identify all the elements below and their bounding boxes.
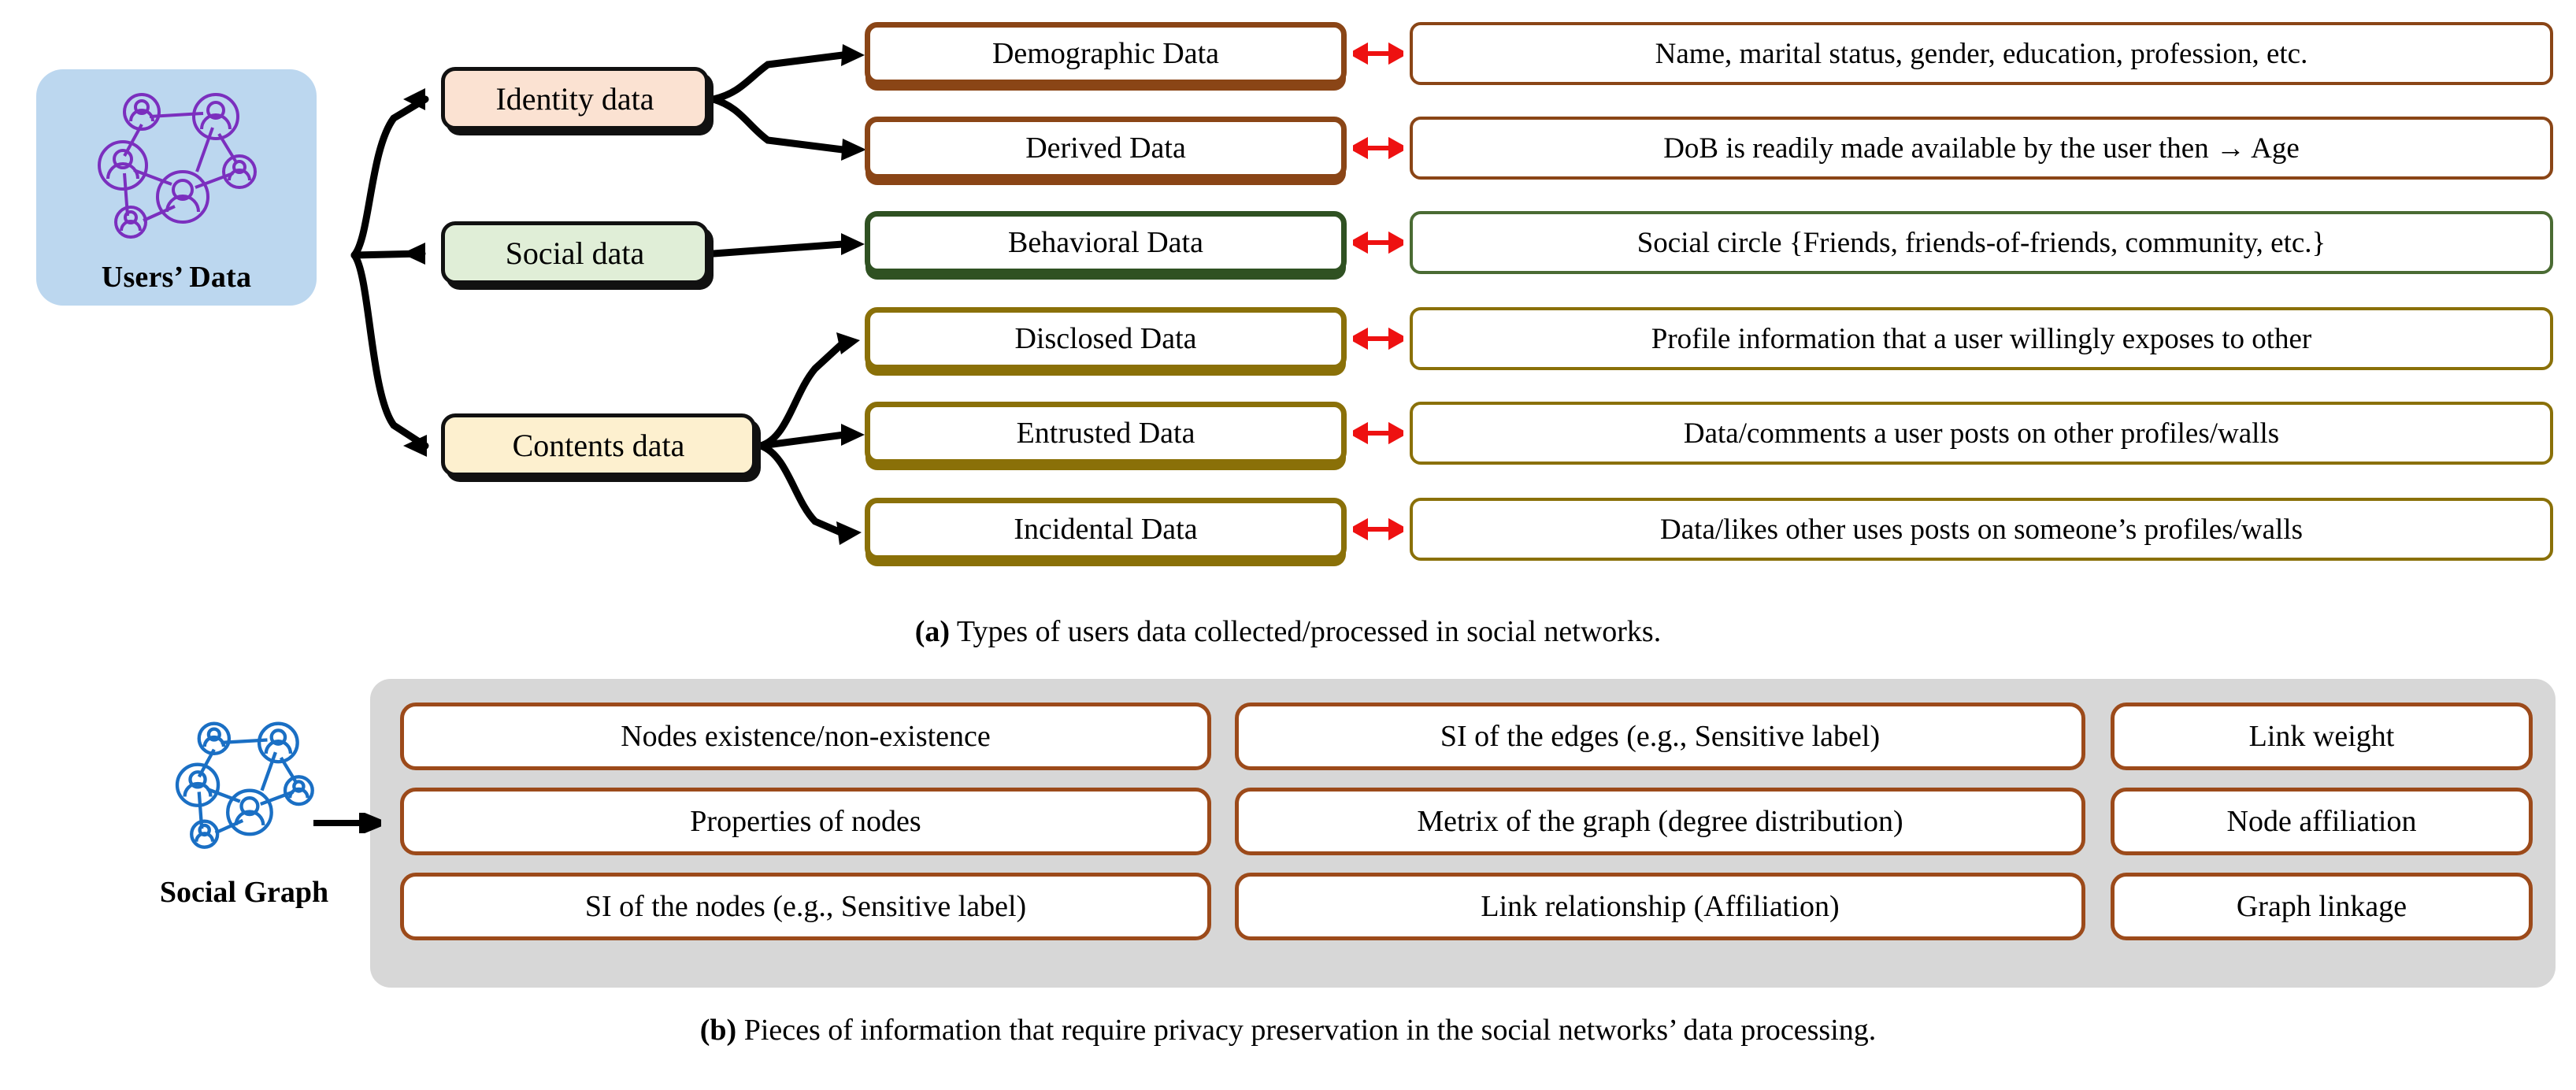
desc-derived-data: DoB is readily made available by the use… — [1410, 117, 2553, 180]
info-box-properties-of-nodes[interactable]: Properties of nodes — [400, 788, 1211, 855]
users-data-label: Users’ Data — [101, 261, 252, 294]
desc-disclosed-data: Profile information that a user willingl… — [1410, 307, 2553, 370]
caption-a: (a) Types of users data collected/proces… — [0, 614, 2576, 649]
category-identity-label: Identity data — [495, 80, 654, 117]
category-contents-label: Contents data — [512, 427, 685, 463]
arrow-right-icon — [313, 813, 381, 833]
type-demographic-label: Demographic Data — [991, 37, 1220, 70]
desc-incidental-text: Data/likes other uses posts on someone’s… — [1660, 513, 2303, 546]
link-arrow-icon — [1353, 421, 1403, 445]
info-box-label: Link relationship (Affiliation) — [1481, 890, 1840, 923]
type-entrusted-data[interactable]: Entrusted Data — [865, 402, 1347, 465]
caption-b-text: Pieces of information that require priva… — [743, 1014, 1877, 1047]
caption-a-label: (a) — [914, 615, 951, 648]
desc-demographic-data: Name, marital status, gender, education,… — [1410, 22, 2553, 85]
desc-incidental-data: Data/likes other uses posts on someone’s… — [1410, 498, 2553, 561]
info-box-link-relationship[interactable]: Link relationship (Affiliation) — [1235, 873, 2085, 940]
type-disclosed-data[interactable]: Disclosed Data — [865, 307, 1347, 370]
caption-b: (b) Pieces of information that require p… — [0, 1013, 2576, 1047]
desc-entrusted-text: Data/comments a user posts on other prof… — [1683, 417, 2280, 450]
info-box-label: SI of the edges (e.g., Sensitive label) — [1440, 720, 1881, 753]
desc-disclosed-text: Profile information that a user willingl… — [1651, 322, 2312, 355]
caption-a-text: Types of users data collected/processed … — [956, 615, 1662, 648]
info-box-label: Link weight — [2248, 720, 2395, 753]
users-data-card — [36, 69, 317, 306]
category-contents-data[interactable]: Contents data — [441, 413, 756, 476]
category-social-label: Social data — [505, 235, 645, 271]
info-box-si-nodes[interactable]: SI of the nodes (e.g., Sensitive label) — [400, 873, 1211, 940]
social-network-icon — [175, 721, 314, 849]
info-box-label: Graph linkage — [2236, 890, 2407, 923]
info-box-nodes-existence[interactable]: Nodes existence/non-existence — [400, 703, 1211, 770]
info-box-label: Properties of nodes — [690, 805, 921, 838]
info-box-si-edges[interactable]: SI of the edges (e.g., Sensitive label) — [1235, 703, 2085, 770]
social-network-icon — [98, 93, 257, 239]
link-arrow-icon — [1353, 327, 1403, 350]
info-box-link-weight[interactable]: Link weight — [2111, 703, 2533, 770]
info-box-metrix-of-graph[interactable]: Metrix of the graph (degree distribution… — [1235, 788, 2085, 855]
category-social-data[interactable]: Social data — [441, 221, 709, 284]
desc-demographic-text: Name, marital status, gender, education,… — [1655, 37, 2308, 70]
type-derived-label: Derived Data — [1025, 132, 1186, 165]
type-derived-data[interactable]: Derived Data — [865, 117, 1347, 180]
info-box-label: Node affiliation — [2226, 805, 2417, 838]
type-entrusted-label: Entrusted Data — [1016, 417, 1195, 450]
link-arrow-icon — [1353, 42, 1403, 65]
link-arrow-icon — [1353, 136, 1403, 160]
type-incidental-data[interactable]: Incidental Data — [865, 498, 1347, 561]
desc-entrusted-data: Data/comments a user posts on other prof… — [1410, 402, 2553, 465]
info-box-graph-linkage[interactable]: Graph linkage — [2111, 873, 2533, 940]
info-box-label: Metrix of the graph (degree distribution… — [1417, 805, 1903, 838]
type-behavioral-data[interactable]: Behavioral Data — [865, 211, 1347, 274]
info-box-node-affiliation[interactable]: Node affiliation — [2111, 788, 2533, 855]
link-arrow-icon — [1353, 517, 1403, 541]
desc-derived-text: DoB is readily made available by the use… — [1663, 132, 2300, 165]
info-box-label: Nodes existence/non-existence — [621, 720, 991, 753]
link-arrow-icon — [1353, 231, 1403, 254]
type-demographic-data[interactable]: Demographic Data — [865, 22, 1347, 85]
type-behavioral-label: Behavioral Data — [1008, 226, 1203, 259]
desc-behavioral-data: Social circle {Friends, friends-of-frien… — [1410, 211, 2553, 274]
social-graph-label: Social Graph — [159, 876, 329, 909]
desc-behavioral-text: Social circle {Friends, friends-of-frien… — [1636, 226, 2326, 259]
type-incidental-label: Incidental Data — [1014, 513, 1198, 546]
category-identity-data[interactable]: Identity data — [441, 67, 709, 130]
type-disclosed-label: Disclosed Data — [1014, 322, 1197, 355]
info-box-label: SI of the nodes (e.g., Sensitive label) — [584, 890, 1027, 923]
caption-b-label: (b) — [699, 1014, 737, 1047]
